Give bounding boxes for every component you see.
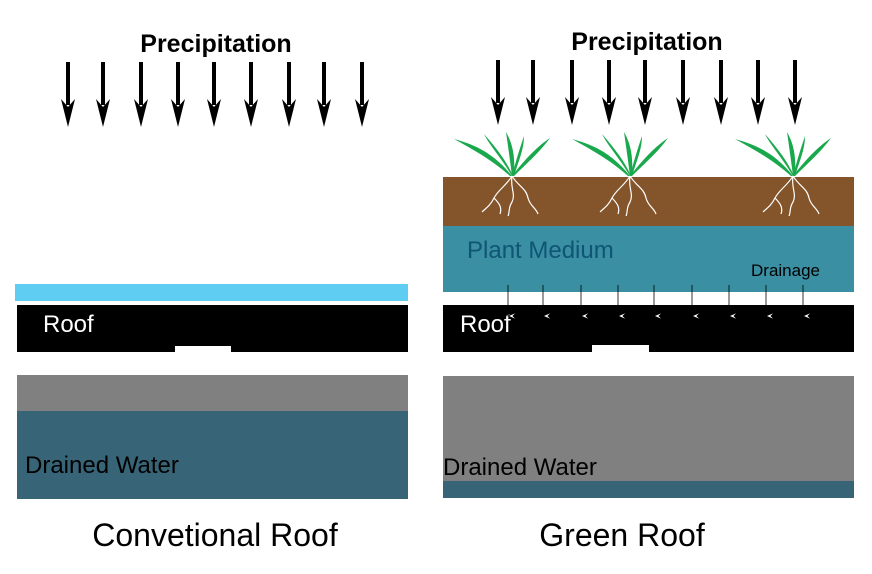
down-arrow-icon xyxy=(61,62,75,127)
down-arrow-icon xyxy=(638,60,652,125)
left-water-film xyxy=(15,284,408,301)
down-arrow-icon xyxy=(244,62,258,127)
green-roof-panel: Precipitation Plant Medium Drainage Roof… xyxy=(443,28,854,553)
down-arrow-icon xyxy=(491,60,505,125)
down-arrow-icon xyxy=(676,60,690,125)
down-arrow-icon xyxy=(751,60,765,125)
down-arrow-icon xyxy=(317,62,331,127)
drainage-arrows xyxy=(508,285,803,316)
left-roof-slab xyxy=(17,305,408,352)
left-rain-arrows xyxy=(61,62,369,127)
plant-medium-layer xyxy=(443,226,854,292)
right-caption: Green Roof xyxy=(539,517,705,553)
left-gray-storage xyxy=(17,375,408,412)
right-drained-water-layer xyxy=(443,481,854,498)
plant-medium-label: Plant Medium xyxy=(467,237,614,264)
plant-icon xyxy=(735,132,831,217)
down-arrow-icon xyxy=(96,62,110,127)
down-arrow-icon xyxy=(207,62,221,127)
left-roof-label: Roof xyxy=(43,311,94,338)
plant-icon xyxy=(572,132,668,217)
down-arrow-icon xyxy=(526,60,540,125)
right-precipitation-label: Precipitation xyxy=(571,28,722,56)
drainage-label: Drainage xyxy=(751,261,820,280)
right-roof-label: Roof xyxy=(460,311,511,338)
plants-group xyxy=(454,132,831,217)
down-arrow-icon xyxy=(565,60,579,125)
left-drained-water-label: Drained Water xyxy=(25,452,179,479)
right-rain-arrows xyxy=(491,60,802,125)
down-arrow-icon xyxy=(714,60,728,125)
left-roof-drain-opening xyxy=(175,346,231,353)
right-gray-storage xyxy=(443,376,854,482)
down-arrow-icon xyxy=(602,60,616,125)
down-arrow-icon xyxy=(788,60,802,125)
left-caption: Convetional Roof xyxy=(92,517,338,553)
down-arrow-icon xyxy=(355,62,369,127)
down-arrow-icon xyxy=(171,62,185,127)
left-drained-water-layer xyxy=(17,411,408,499)
plant-icon xyxy=(454,132,550,217)
right-drained-water-label: Drained Water xyxy=(443,454,597,481)
conventional-roof-panel: Precipitation Roof Drained Water Conveti… xyxy=(15,30,408,553)
down-arrow-icon xyxy=(282,62,296,127)
down-arrow-icon xyxy=(134,62,148,127)
right-roof-drain-opening xyxy=(592,345,649,353)
left-precipitation-label: Precipitation xyxy=(140,30,291,58)
